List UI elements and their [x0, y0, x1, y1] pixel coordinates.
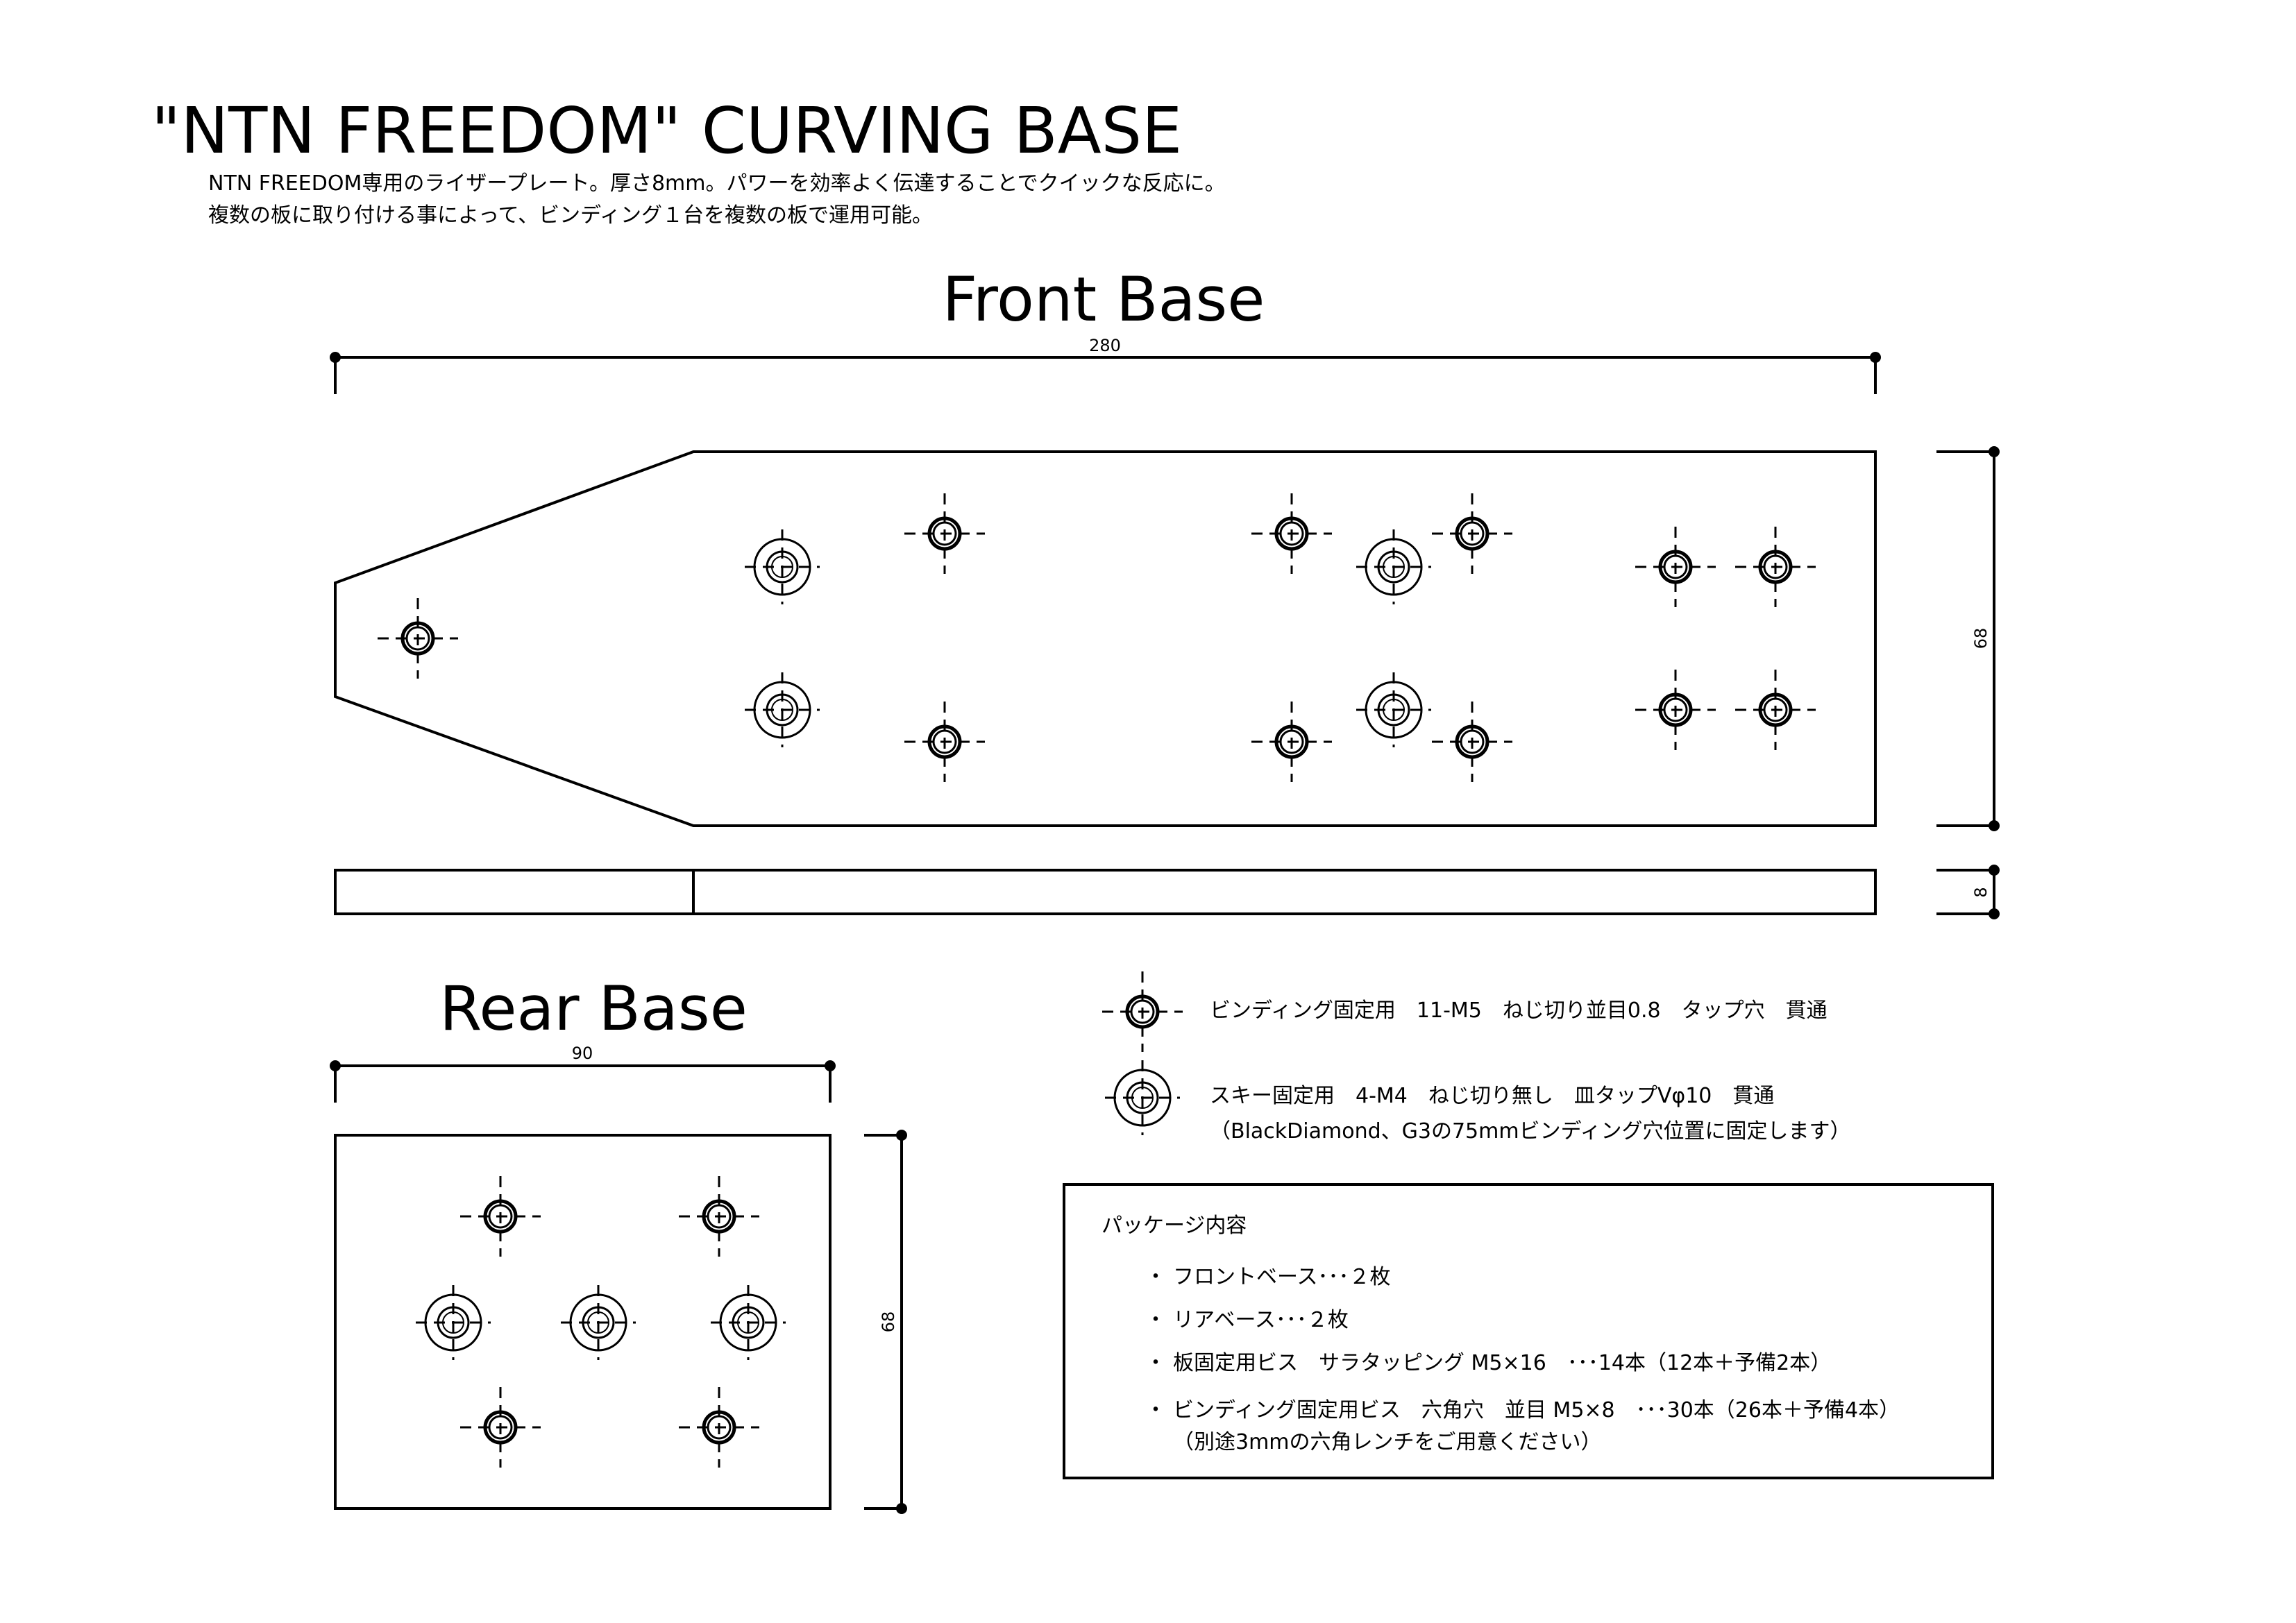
front-base-title: Front Base: [943, 264, 1265, 335]
countersunk-hole-m4: [1105, 1060, 1180, 1135]
description-line-1: NTN FREEDOM専用のライザープレート。厚さ8mm。パワーを効率よく伝達す…: [208, 171, 1226, 196]
legend-countersunk-note: （BlackDiamond、G3の75mmビンディング穴位置に固定します）: [1210, 1119, 1850, 1144]
package-item-4: ビンディング固定用ビス 六角穴 並目 M5×8 ･･･30本（26本＋予備4本）: [1173, 1398, 1900, 1422]
legend: ビンディング固定用 11-M5 ねじ切り並目0.8 タップ穴 貫通 スキー固定用…: [1102, 971, 1850, 1144]
rear-base-title: Rear Base: [439, 973, 748, 1044]
front-base-plate: [334, 450, 1877, 827]
holes-layer: [378, 493, 1816, 1468]
countersunk-hole-m4: [416, 1285, 491, 1360]
package-title: パッケージ内容: [1101, 1214, 1247, 1238]
package-item-2: リアベース･･･２枚: [1173, 1308, 1349, 1332]
front-length-label: 280: [1089, 336, 1121, 355]
countersunk-hole-m4: [1356, 672, 1431, 747]
package-note: （別途3mmの六角レンチをご用意ください）: [1173, 1430, 1602, 1454]
front-width-label: 68: [1971, 628, 1991, 649]
rear-width-label: 90: [572, 1044, 593, 1063]
front-thickness-label: 8: [1971, 887, 1991, 897]
rear-height-dimension: 68: [864, 1130, 907, 1514]
countersunk-hole-m4: [1356, 529, 1431, 604]
tapped-hole-m5: [679, 1387, 759, 1468]
tapped-hole-m5: [1735, 670, 1816, 750]
countersunk-hole-m4: [561, 1285, 636, 1360]
countersunk-hole-m4: [745, 529, 820, 604]
tapped-hole-m5: [1432, 493, 1512, 574]
legend-tapped-hole-text: ビンディング固定用 11-M5 ねじ切り並目0.8 タップ穴 貫通: [1210, 999, 1827, 1023]
tapped-hole-m5: [679, 1176, 759, 1257]
front-width-dimension: 68: [1936, 446, 2000, 831]
rear-width-dimension: 90: [330, 1044, 836, 1103]
page-title: "NTN FREEDOM" CURVING BASE: [151, 94, 1182, 168]
description-line-2: 複数の板に取り付ける事によって、ビンディング１台を複数の板で運用可能。: [208, 203, 933, 228]
tapped-hole-m5: [1251, 493, 1332, 574]
front-length-dimension: 280: [330, 336, 1881, 394]
tapped-hole-m5: [378, 598, 458, 679]
package-bullet: ・: [1145, 1351, 1166, 1375]
legend-tapped-hole-symbol: [1102, 971, 1183, 1052]
front-base-side-view: [334, 869, 1877, 915]
legend-countersunk-hole-text: スキー固定用 4-M4 ねじ切り無し 皿タップVφ10 貫通: [1210, 1084, 1774, 1108]
tapped-hole-m5: [1102, 971, 1183, 1052]
tapped-hole-m5: [460, 1176, 541, 1257]
package-contents-box: パッケージ内容 ・ フロントベース･･･２枚 ・ リアベース･･･２枚 ・ 板固…: [1063, 1183, 1994, 1479]
package-bullet: ・: [1145, 1398, 1166, 1422]
legend-countersunk-hole-symbol: [1105, 1060, 1180, 1135]
package-item-3: 板固定用ビス サラタッピング M5×16 ･･･14本（12本＋予備2本）: [1173, 1351, 1831, 1375]
tapped-hole-m5: [904, 702, 985, 782]
package-bullet: ・: [1145, 1308, 1166, 1332]
tapped-hole-m5: [1635, 527, 1716, 607]
countersunk-hole-m4: [711, 1285, 786, 1360]
rear-base-plate: [334, 1134, 832, 1510]
package-item-1: フロントベース･･･２枚: [1173, 1265, 1391, 1289]
package-bullet: ・: [1145, 1265, 1166, 1289]
tapped-hole-m5: [1735, 527, 1816, 607]
tapped-hole-m5: [460, 1387, 541, 1468]
tapped-hole-m5: [1635, 670, 1716, 750]
rear-height-label: 68: [879, 1311, 898, 1333]
front-thickness-dimension: 8: [1936, 865, 2000, 919]
tapped-hole-m5: [1432, 702, 1512, 782]
countersunk-hole-m4: [745, 672, 820, 747]
tapped-hole-m5: [1251, 702, 1332, 782]
tapped-hole-m5: [904, 493, 985, 574]
